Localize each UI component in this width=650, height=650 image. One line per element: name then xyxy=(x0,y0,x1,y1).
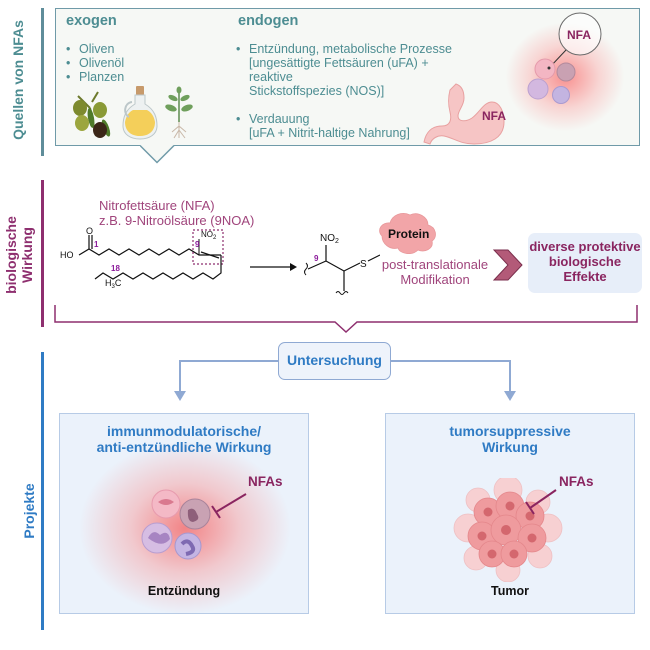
protective-effects-box: diverse protektive biologische Effekte xyxy=(528,233,642,293)
sources-section-label: Quellen von NFAs xyxy=(10,20,26,140)
atom-h3c: H3C xyxy=(105,278,122,290)
molecule-title: Nitrofettsäure (NFA) z.B. 9-Nitroölsäure… xyxy=(99,198,254,228)
chevron-right-icon xyxy=(492,249,523,281)
carbon-9-label: 9 xyxy=(195,240,200,249)
atom-no2-subscript: 2 xyxy=(335,238,339,245)
carbon-1-label: 1 xyxy=(94,240,99,249)
plant-icon xyxy=(165,86,193,139)
project-title-tumorsuppressive: tumorsuppressive Wirkung xyxy=(385,423,635,455)
biological-bracket xyxy=(54,305,638,334)
nitro-oleic-acid-structure: HO O 1 NO2 9 H3C 18 xyxy=(60,226,224,290)
atom-no: NO xyxy=(201,230,213,239)
caption-tumor: Tumor xyxy=(491,584,529,598)
project-title-line: immunmodulatorische/ xyxy=(106,423,262,439)
project-title-immunomodulatory: immunmodulatorische/ anti-entzündliche W… xyxy=(59,423,309,455)
atom-no: NO xyxy=(320,233,335,244)
atom-no2: NO2 xyxy=(201,230,217,241)
endogen-heading: endogen xyxy=(238,13,299,29)
endogen-item-line: Verdauung xyxy=(249,112,310,126)
reaction-arrow xyxy=(250,263,297,271)
exogen-item: Planzen xyxy=(64,70,124,84)
biological-section-label: biologische Wirkung xyxy=(3,200,37,310)
biological-section-bar xyxy=(41,180,44,327)
ptm-line: post-translationale xyxy=(381,257,489,272)
adduct-no2: NO2 xyxy=(320,233,339,245)
endogen-item-line: [ungesättigte Fettsäuren (uFA) + reaktiv… xyxy=(249,56,429,84)
olives-icon xyxy=(73,91,111,138)
exogen-item: Olivenöl xyxy=(64,56,124,70)
sources-pointer xyxy=(140,144,175,164)
project-title-line: Wirkung xyxy=(482,439,538,455)
stomach-nfa-label: NFA xyxy=(482,109,506,123)
nfas-inhibitor-label-left: NFAs xyxy=(248,474,283,489)
projects-section-bar xyxy=(41,352,44,630)
endogen-item-line: Entzündung, metabolische Prozesse xyxy=(249,42,452,56)
endogen-item-line: Stickstoffspezies (NOS)] xyxy=(249,84,385,98)
projects-section-label: Projekte xyxy=(21,483,37,539)
effects-line: diverse protektive xyxy=(529,239,641,254)
project-title-line: tumorsuppressive xyxy=(449,423,571,439)
exogen-list: Oliven Olivenöl Planzen xyxy=(64,42,124,84)
ptm-line: Modifikation xyxy=(400,272,470,287)
endogen-item-line: [uFA + Nitrit-haltige Nahrung] xyxy=(249,126,410,140)
protein-icon: Protein xyxy=(379,213,436,254)
adduct-carbon-9: 9 xyxy=(314,254,319,263)
molecule-name: Nitrofettsäure (NFA) xyxy=(99,198,215,213)
sources-section-bar xyxy=(41,8,44,156)
atom-sulfur: S xyxy=(360,259,367,270)
exogen-item: Oliven xyxy=(64,42,124,56)
cells-nfa-label: NFA xyxy=(567,28,591,42)
biological-label-line: biologische xyxy=(3,216,19,294)
protein-label: Protein xyxy=(388,227,429,241)
atom-h: H xyxy=(105,278,112,288)
molecule-example: z.B. 9-Nitroölsäure (9NOA) xyxy=(99,213,255,228)
caption-entzuendung: Entzündung xyxy=(147,584,221,598)
effects-line: biologische xyxy=(548,254,622,269)
olive-oil-bottle-icon xyxy=(122,86,158,140)
stomach-icon: NFA xyxy=(423,83,506,145)
immune-cells-large-icon xyxy=(141,489,247,560)
hub-connectors xyxy=(174,360,516,401)
atom-h3-subscript: 3 xyxy=(112,284,116,290)
carbon-18-label: 18 xyxy=(111,264,120,273)
biological-label-line: Wirkung xyxy=(19,227,35,283)
atom-c: C xyxy=(115,278,122,288)
atom-no2-subscript: 2 xyxy=(213,235,217,241)
immune-cells-icon: NFA xyxy=(527,12,602,104)
nfas-inhibitor-label-right: NFAs xyxy=(559,474,594,489)
atom-o: O xyxy=(86,226,93,236)
protein-adduct-structure: NO2 9 S xyxy=(304,233,380,295)
ptm-label: post-translationale Modifikation xyxy=(380,257,490,287)
inflammation-glow-large xyxy=(75,438,295,618)
atom-ho: HO xyxy=(60,250,74,260)
exogen-heading: exogen xyxy=(66,13,117,29)
endogen-item: Verdauung [uFA + Nitrit-haltige Nahrung] xyxy=(234,112,474,140)
effects-line: Effekte xyxy=(563,269,607,284)
untersuchung-hub: Untersuchung xyxy=(278,342,391,380)
endogen-item: Entzündung, metabolische Prozesse [unges… xyxy=(234,42,474,98)
project-title-line: anti-entzündliche Wirkung xyxy=(96,439,272,455)
endogen-list: Entzündung, metabolische Prozesse [unges… xyxy=(234,42,474,140)
tumor-icon xyxy=(453,478,563,582)
